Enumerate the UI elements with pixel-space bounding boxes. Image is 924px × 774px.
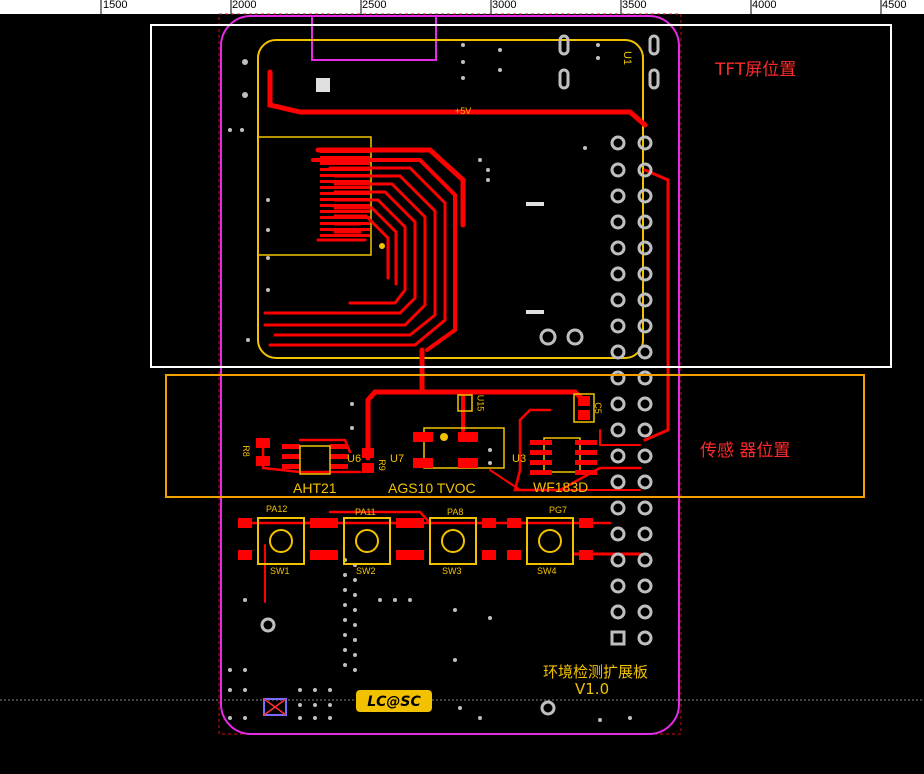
mount-slots — [260, 34, 660, 716]
tft-module-outline — [257, 39, 644, 359]
ruler-tick-marks — [100, 0, 882, 14]
sensor-region-box[interactable] — [165, 374, 865, 498]
header-pins[interactable] — [610, 135, 653, 646]
ruler-tick: 2000 — [232, 0, 257, 11]
vias — [228, 43, 632, 722]
board-title: 环境检测扩展板 — [543, 663, 649, 681]
aht21-footprint[interactable] — [256, 438, 374, 475]
ags10-label: AGS10 TVOC — [388, 480, 476, 496]
u3-designator: U3 — [512, 453, 527, 465]
ruler-tick: 2500 — [362, 0, 387, 11]
smd-pad — [526, 202, 544, 206]
c5-designator: C5 — [592, 402, 603, 414]
net-5v-label: +5V — [455, 106, 472, 116]
ags10-footprint[interactable] — [413, 394, 505, 469]
r9-designator: R9 — [376, 459, 387, 471]
sw1-footprint[interactable] — [238, 517, 324, 565]
board-version: V1.0 — [575, 680, 610, 698]
u7-designator: U7 — [390, 453, 405, 465]
logo-text: LC@SC — [367, 694, 421, 710]
test-pad — [316, 78, 330, 92]
top-layer-traces[interactable] — [243, 69, 670, 603]
ruler-tick: 3000 — [492, 0, 517, 11]
fiducial-marker — [263, 698, 287, 716]
sw4-footprint[interactable] — [507, 517, 593, 565]
pa11-label: PA11 — [355, 507, 376, 517]
pa12-label: PA12 — [266, 504, 288, 514]
header-pin-1[interactable] — [610, 630, 626, 646]
sensor-region-label: 传感 器位置 — [700, 441, 791, 461]
sw3-footprint[interactable] — [410, 517, 496, 565]
sw3-designator: SW3 — [442, 566, 462, 576]
sw2-designator: SW2 — [356, 566, 376, 576]
pa8-label: PA8 — [447, 507, 464, 517]
u15-designator: U15 — [475, 394, 486, 412]
r8-designator: R8 — [240, 445, 251, 457]
wf183d-label: WF183D — [533, 479, 589, 495]
tft-region-label: TFT屏位置 — [715, 60, 797, 80]
sw4-designator: SW4 — [537, 566, 557, 576]
ruler-tick: 1500 — [103, 0, 128, 11]
lcsc-logo — [356, 690, 432, 712]
ruler-tick: 4000 — [752, 0, 777, 11]
board-notch — [311, 16, 437, 61]
tft-region-box[interactable] — [150, 24, 892, 368]
u6-designator: U6 — [347, 453, 362, 465]
aht21-label: AHT21 — [293, 480, 337, 496]
ruler-tick: 3500 — [622, 0, 647, 11]
wf183d-footprint[interactable] — [530, 393, 597, 475]
pg7-label: PG7 — [549, 505, 568, 515]
smd-pad — [526, 310, 544, 314]
u1-designator: U1 — [621, 50, 634, 66]
fpc-pads[interactable] — [320, 150, 370, 237]
ruler-tick: 4500 — [882, 0, 907, 11]
sw1-designator: SW1 — [270, 566, 290, 576]
fpc-connector-outline — [257, 136, 372, 256]
pin1-marker — [379, 243, 385, 249]
sw2-footprint[interactable] — [324, 517, 410, 565]
fiducial-cross — [263, 698, 287, 716]
